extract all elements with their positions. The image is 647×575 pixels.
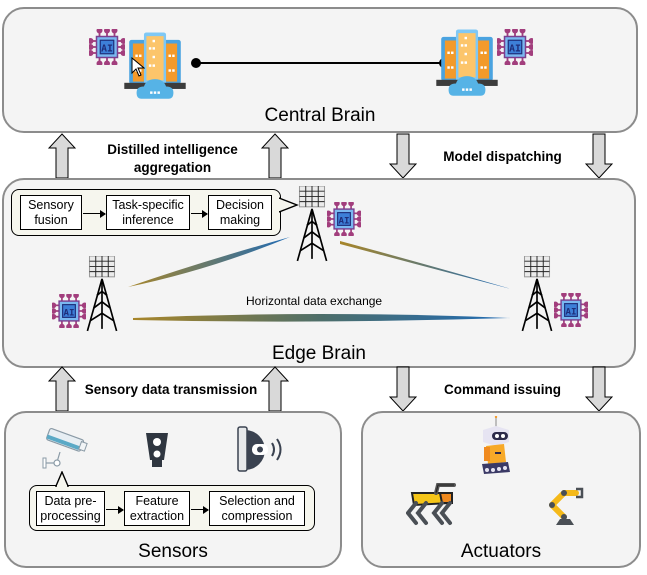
central-brain-title: Central Brain [264,105,376,126]
step-line: fusion [34,212,68,227]
step-arrow [191,504,209,515]
callout-pointer [279,197,299,213]
step-line: Feature [135,493,179,508]
step-line: processing [40,508,101,523]
horizontal-data-exchange-label: Horizontal data exchange [246,294,383,308]
step-arrow [83,208,106,219]
central-brain-panel: Central Brain [2,7,638,133]
sensors-title: Sensors [138,541,208,562]
step-line: Task-specific [112,197,184,212]
up-arrow-sensory-left [48,366,76,412]
distilled-line2: aggregation [133,160,212,175]
cctv-camera-icon [42,428,88,469]
step-line: extraction [129,508,185,523]
step-line: compression [221,508,293,523]
wheeled-robot-icon [482,416,510,474]
link-center-to-right [340,241,511,289]
proximity-sensor-icon [237,426,282,472]
step-line: inference [122,212,174,227]
actuators-title: Actuators [460,541,542,562]
step-line: Decision [216,197,264,212]
robotic-arm-icon [549,487,584,525]
mouse-cursor-icon [131,57,145,77]
link-left-to-center [128,237,290,287]
step-arrow [191,208,208,219]
model-dispatching-label: Model dispatching [443,149,562,164]
step-line: Data pre- [44,493,97,508]
robot-dog-icon [406,483,456,525]
down-arrow-command-right [585,366,613,412]
up-arrow-sensory-right [261,366,289,412]
step-line: Selection and [219,493,295,508]
sensory-data-transmission-label: Sensory data transmission [84,382,258,397]
distilled-intelligence-label: Distilled intelligence aggregation [90,141,255,177]
step-line: making [219,212,261,227]
step-line: Sensory [28,197,74,212]
down-arrow-dispatch-left [389,133,417,179]
step-arrow [106,504,124,515]
down-arrow-command-left [389,366,417,412]
distilled-line1: Distilled intelligence [107,142,238,157]
callout-pointer [54,471,70,487]
link-horizontal [133,314,510,322]
step-data-preprocessing: Data pre-processing [36,491,105,526]
command-issuing-label: Command issuing [443,382,561,397]
traffic-light-icon [146,433,168,467]
edge-brain-title: Edge Brain [271,343,366,364]
down-arrow-dispatch-right [585,133,613,179]
